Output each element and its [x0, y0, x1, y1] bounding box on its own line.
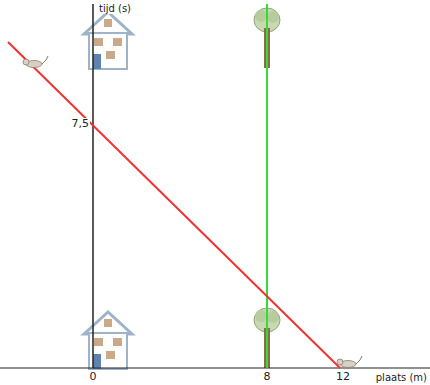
tick-label: 7,5 [71, 118, 91, 130]
axis-title: tijd (s) [98, 3, 132, 14]
tick-label: 0 [89, 371, 98, 383]
axis-title: plaats (m) [375, 372, 428, 383]
tick-label: 12 [335, 371, 351, 383]
tick-label: 8 [263, 371, 272, 383]
